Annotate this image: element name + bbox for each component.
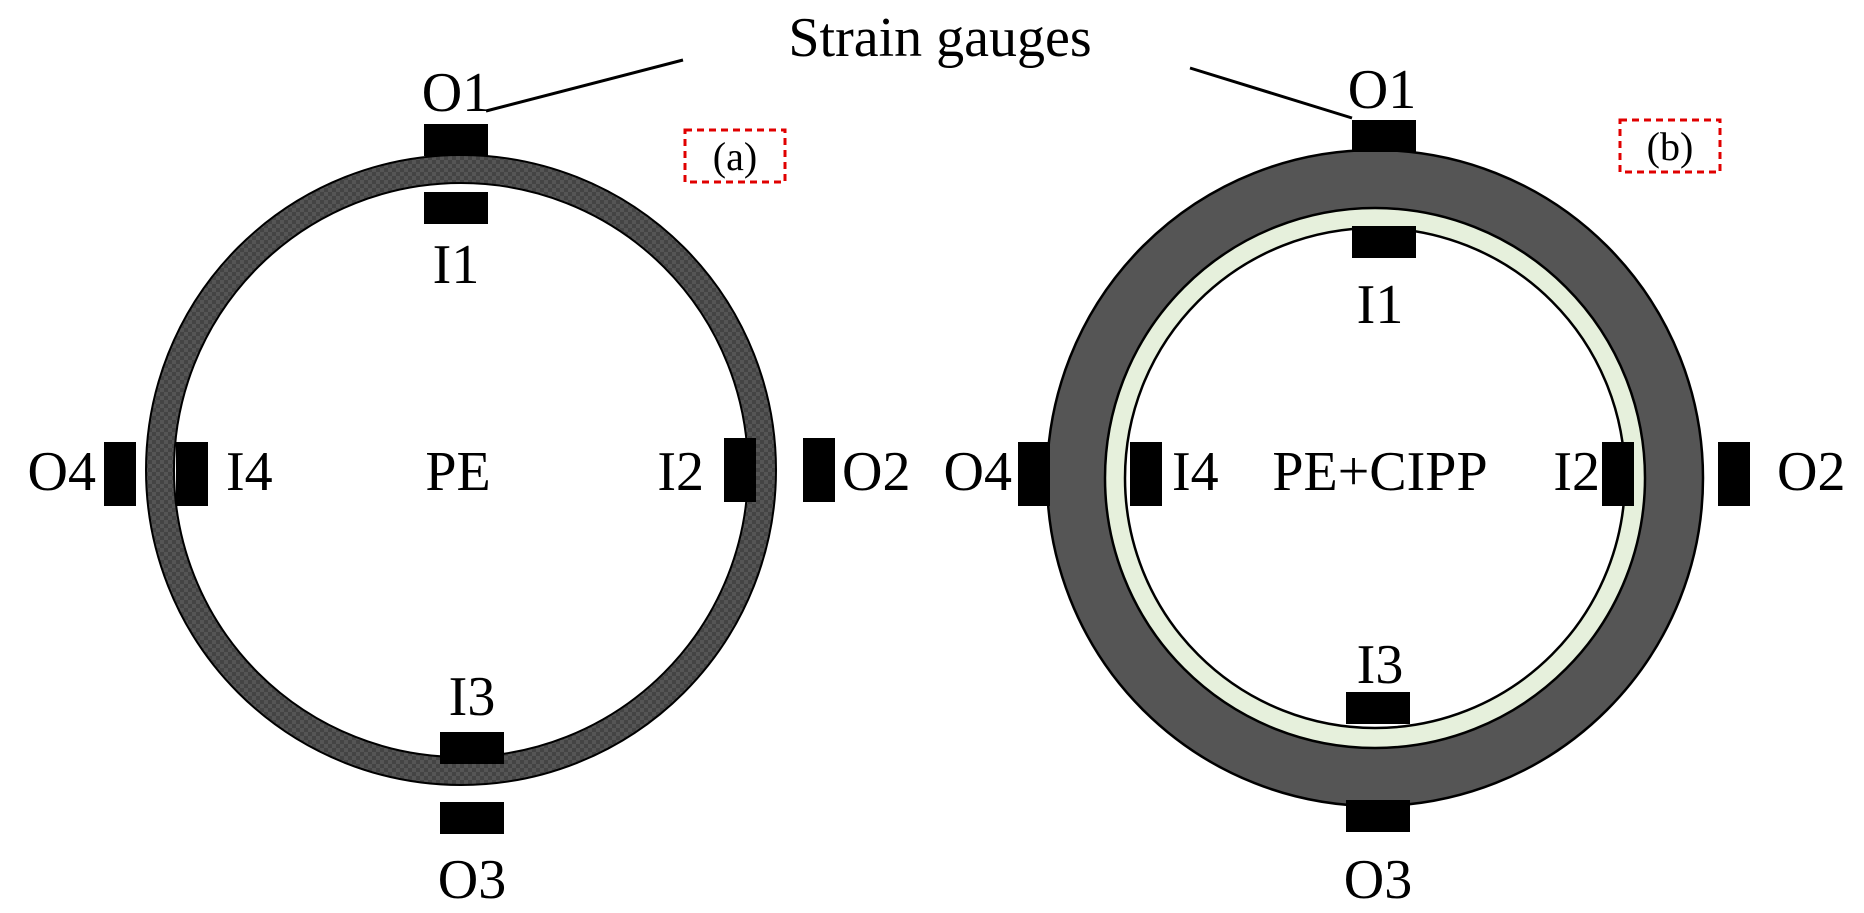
gauge-o2	[803, 438, 835, 502]
pe-cipp-center-label: PE+CIPP	[1272, 441, 1487, 503]
panel-a-pe: O1 I1 O2 I2 I3 O3 O4 I4 PE (a)	[28, 62, 911, 911]
label-i2: I2	[657, 441, 704, 503]
gauge-i3	[440, 732, 504, 764]
tag-box-b	[1618, 118, 1722, 174]
label-i3: I3	[449, 666, 496, 728]
gauge-i1	[424, 192, 488, 224]
panel-tag-a: (a)	[713, 134, 757, 179]
label-o2: O2	[1777, 441, 1845, 503]
gauge-i2	[724, 438, 756, 502]
leader-line-b	[1189, 66, 1353, 120]
gauge-o3	[1346, 800, 1410, 832]
label-i1: I1	[1357, 274, 1404, 336]
gauge-o4	[104, 442, 136, 506]
label-o4: O4	[944, 441, 1012, 503]
label-i4: I4	[1172, 441, 1219, 503]
panel-b-pe-cipp: O1 I1 O2 I2 I3 O3 O4 I4 PE+CIPP (b)	[944, 59, 1846, 911]
label-o3: O3	[438, 849, 506, 911]
gauge-o2	[1718, 442, 1750, 506]
panel-tag-b: (b)	[1647, 124, 1694, 169]
leader-line-a	[485, 58, 684, 113]
tag-box-a	[683, 128, 787, 184]
label-o4: O4	[28, 441, 96, 503]
gauge-i1	[1352, 226, 1416, 258]
label-i3: I3	[1357, 634, 1404, 696]
label-o1: O1	[422, 62, 490, 124]
label-o2: O2	[842, 441, 910, 503]
gauge-o3	[440, 802, 504, 834]
label-o1: O1	[1348, 59, 1416, 121]
gauge-i4	[1130, 442, 1162, 506]
gauge-i4	[176, 442, 208, 506]
gauge-o1	[424, 124, 488, 156]
label-i1: I1	[433, 234, 480, 296]
strain-gauges-title: Strain gauges	[788, 7, 1091, 69]
gauge-i3	[1346, 692, 1410, 724]
gauge-i2	[1602, 442, 1634, 506]
gauge-o1	[1352, 120, 1416, 152]
label-i4: I4	[226, 441, 273, 503]
pe-center-label: PE	[425, 441, 490, 503]
gauge-o4	[1018, 442, 1050, 506]
label-o3: O3	[1344, 849, 1412, 911]
label-i2: I2	[1553, 441, 1600, 503]
